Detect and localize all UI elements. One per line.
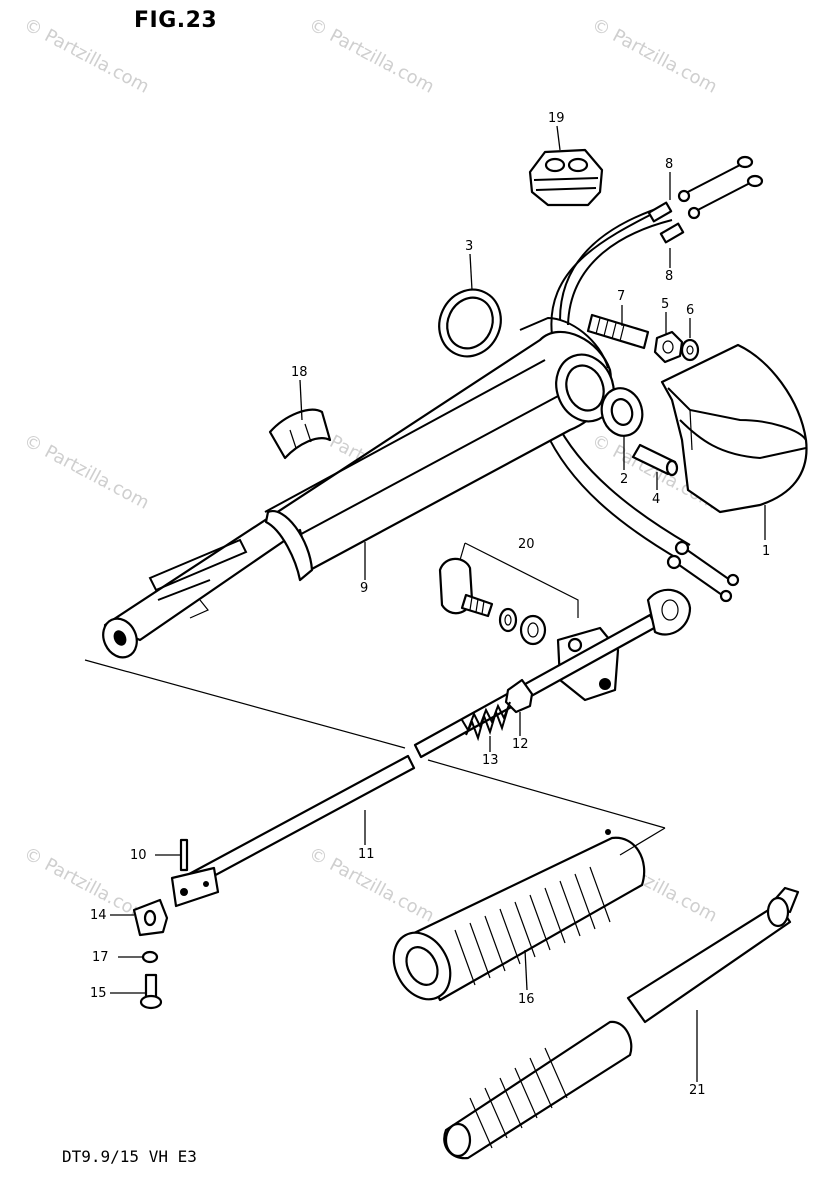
callout-19: 19: [548, 111, 565, 126]
rod-part: [170, 754, 416, 908]
callout-7: 7: [617, 289, 625, 304]
callout-14: 14: [90, 908, 107, 923]
figure-title: FIG.23: [134, 8, 218, 33]
callout-3: 3: [465, 239, 473, 254]
callout-15: 15: [90, 986, 107, 1001]
throttle-shaft-part: [413, 588, 692, 759]
callout-21: 21: [689, 1083, 706, 1098]
model-code: DT9.9/15 VH E3: [62, 1147, 197, 1166]
grip-part: [392, 829, 646, 1002]
callout-9: 9: [360, 581, 368, 596]
small-pin-part: [179, 838, 189, 872]
callout-16: 16: [518, 992, 535, 1007]
friction-assembly-part: [438, 557, 620, 702]
washer-part: [680, 338, 700, 362]
callout-10: 10: [130, 848, 147, 863]
pin-part: [631, 443, 679, 477]
throttle-cables-part: [544, 155, 764, 603]
callout-20: 20: [518, 537, 535, 552]
callout-2: 2: [620, 472, 628, 487]
leader-lines: [110, 125, 766, 1082]
callout-11: 11: [358, 847, 375, 862]
part-callouts: 1 2 3 4 5 6 7 8 8 9 10 11 12 13 14 15 16…: [90, 111, 770, 1098]
cover-part: [660, 343, 808, 514]
clip-part: [268, 408, 332, 460]
callout-17: 17: [92, 950, 109, 965]
seal-ring-part: [438, 288, 502, 358]
callout-13: 13: [482, 753, 499, 768]
callout-18: 18: [291, 365, 308, 380]
spring-part: [461, 701, 511, 742]
stud-bolt-part: [586, 313, 650, 350]
callout-6: 6: [686, 303, 694, 318]
small-washer-part: [141, 950, 159, 964]
callout-5: 5: [661, 297, 669, 312]
callout-8-upper: 8: [665, 157, 673, 172]
block-part: [132, 898, 169, 937]
nut-part: [653, 330, 684, 364]
grommet-part: [528, 148, 604, 207]
explosion-guide-lines: [84, 542, 666, 856]
bushing-part: [600, 387, 644, 437]
callout-8-lower: 8: [665, 269, 673, 284]
collar-part: [504, 678, 534, 714]
callout-1: 1: [762, 544, 770, 559]
callout-4: 4: [652, 492, 660, 507]
callout-12: 12: [512, 737, 529, 752]
handle-tube-part: [443, 886, 800, 1160]
screw-part: [139, 973, 163, 1010]
tiller-handle-part: [102, 316, 615, 659]
